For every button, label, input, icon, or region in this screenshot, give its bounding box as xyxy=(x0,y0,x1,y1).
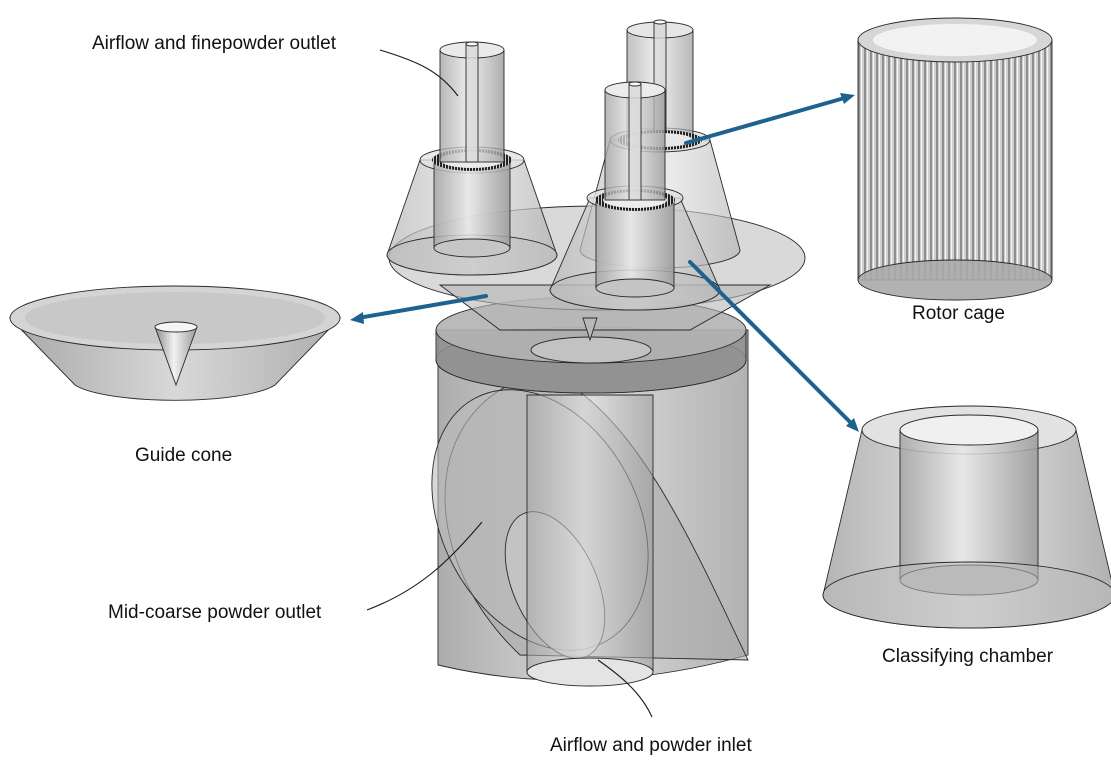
arrow-to-rotor-cage xyxy=(684,95,850,145)
label-classifying-chamber: Classifying chamber xyxy=(882,646,1054,667)
arrow-to-guide-cone xyxy=(356,294,488,320)
inlet-tube xyxy=(526,394,654,673)
classifier-main-body xyxy=(386,19,806,687)
label-fine-outlet: Airflow and finepowder outlet xyxy=(92,33,337,54)
label-rotor-cage: Rotor cage xyxy=(912,303,1005,324)
label-inlet: Airflow and powder inlet xyxy=(550,735,752,756)
rotor-cage-part xyxy=(857,17,1053,301)
arrow-to-classifying-chamber xyxy=(688,260,855,427)
label-guide-cone: Guide cone xyxy=(135,445,232,466)
guide-cone-part xyxy=(8,285,342,401)
classifier-unit-left xyxy=(386,41,558,276)
inlet-opening xyxy=(526,657,654,687)
classifier-unit-front xyxy=(549,81,721,342)
callout-arrows xyxy=(350,93,859,432)
chamber-inner-ring xyxy=(530,336,652,364)
classifying-chamber-part xyxy=(822,405,1111,629)
leader-lines xyxy=(366,49,653,718)
label-mid-coarse-outlet: Mid-coarse powder outlet xyxy=(108,602,322,623)
